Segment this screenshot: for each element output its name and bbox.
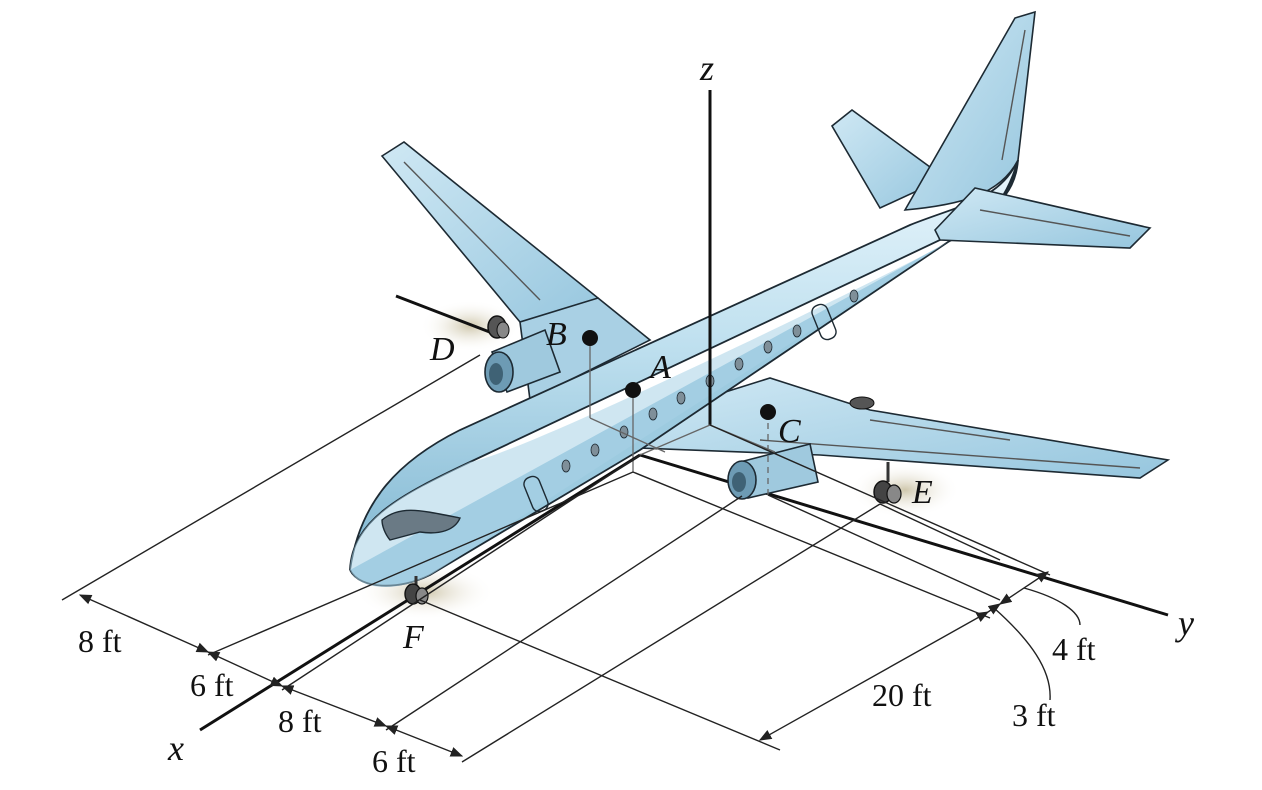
cabin-windows — [561, 289, 859, 473]
right-wing-flap-line-2 — [869, 419, 1011, 441]
right-wing-flap-line — [759, 439, 1141, 469]
point-b-marker — [582, 330, 598, 346]
point-f-label: F — [402, 619, 425, 656]
point-a-marker — [625, 382, 641, 398]
right-engine-pylon — [849, 396, 875, 410]
point-b-label: B — [546, 316, 567, 353]
point-d-label: D — [429, 331, 455, 368]
dim-right-4ft: 4 ft — [1052, 631, 1096, 667]
right-engine — [727, 443, 819, 500]
right-stabilizer-line — [979, 209, 1131, 237]
axis-y-label: y — [1175, 603, 1194, 643]
left-wing — [380, 141, 612, 323]
axis-z-label: z — [699, 48, 714, 88]
dim-bottom-6ft: 6 ft — [372, 743, 416, 779]
dim-right-3ft: 3 ft — [1012, 697, 1056, 733]
gear-e — [873, 462, 902, 504]
gear-shadow-e — [850, 462, 960, 518]
point-e-label: E — [911, 474, 933, 511]
d-axis-stub — [395, 294, 501, 338]
dim-left-6ft: 6 ft — [190, 667, 234, 703]
axis-x-label: x — [167, 728, 184, 768]
cockpit-window — [381, 509, 461, 541]
extension-lines — [61, 354, 1051, 763]
rear-door — [811, 303, 837, 341]
tail-fin — [903, 10, 1036, 211]
point-a-label: A — [648, 349, 671, 386]
gear-d — [487, 315, 510, 339]
left-dimension-chain — [78, 594, 464, 757]
right-stabilizer — [934, 187, 1152, 249]
left-wing-flap-line — [403, 161, 541, 301]
point-c-marker — [760, 404, 776, 420]
dim-left-8ft: 8 ft — [78, 623, 122, 659]
point-c-label: C — [778, 413, 801, 450]
left-engine — [484, 328, 562, 394]
dim-right-20ft: 20 ft — [872, 677, 932, 713]
right-dimension-chain — [758, 571, 1081, 741]
tail-fin-line — [1001, 29, 1026, 161]
dim-bottom-8ft: 8 ft — [278, 703, 322, 739]
